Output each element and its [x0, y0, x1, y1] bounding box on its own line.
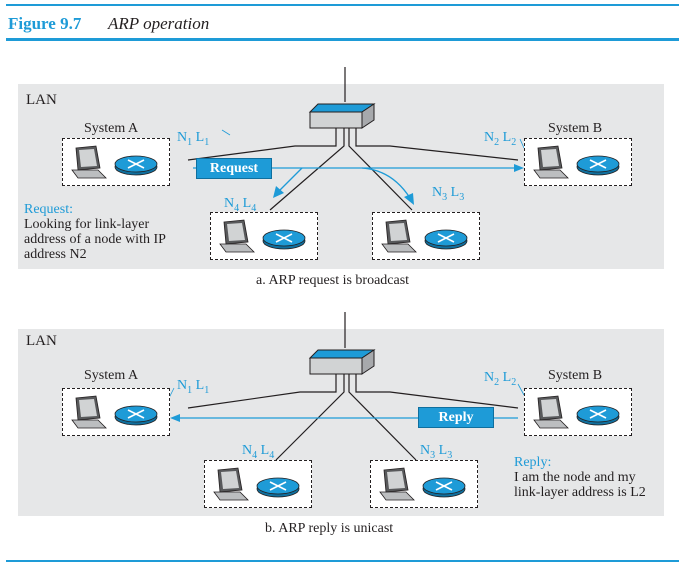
- laptop-icon: [381, 219, 417, 253]
- laptop-icon: [533, 395, 569, 429]
- request-packet-label: Request: [196, 158, 272, 179]
- router-icon: [424, 229, 468, 250]
- lan-label-b: LAN: [26, 333, 57, 349]
- laptop-icon: [379, 467, 415, 501]
- laptop-icon: [71, 395, 107, 429]
- reply-note-heading: Reply:: [514, 455, 552, 470]
- router-icon: [256, 477, 300, 498]
- system-b-label-a: System B: [548, 121, 603, 136]
- reply-note-body: I am the node and my link-layer address …: [514, 470, 646, 500]
- address-label-n1l1-a: N1 L1: [177, 130, 210, 148]
- router-icon: [576, 155, 620, 176]
- figure-title: ARP operation: [108, 14, 210, 33]
- address-label-n2l2-b: N2 L2: [484, 370, 517, 388]
- laptop-icon: [533, 145, 569, 179]
- router-icon: [262, 229, 306, 250]
- system-b-label-b: System B: [548, 368, 603, 383]
- request-note-body: Looking for link-layer address of a node…: [24, 217, 166, 262]
- figure-number: Figure 9.7: [8, 14, 82, 33]
- address-label-n3l3-b: N3 L3: [420, 443, 453, 461]
- reply-note: Reply: I am the node and my link-layer a…: [514, 455, 664, 500]
- request-note: Request: Looking for link-layer address …: [24, 202, 184, 262]
- lan-label-a: LAN: [26, 92, 57, 108]
- address-label-n1l1-b: N1 L1: [177, 378, 210, 396]
- router-icon: [422, 477, 466, 498]
- reply-packet-label: Reply: [418, 407, 494, 428]
- address-label-n3l3-a: N3 L3: [432, 185, 465, 203]
- caption-b: b. ARP reply is unicast: [265, 521, 394, 536]
- figure-header: Figure 9.7 ARP operation: [6, 8, 679, 38]
- address-label-n2l2-a: N2 L2: [484, 130, 517, 148]
- caption-a: a. ARP request is broadcast: [256, 273, 410, 288]
- header-rule: [6, 38, 679, 41]
- router-icon: [576, 405, 620, 426]
- laptop-icon: [213, 467, 249, 501]
- address-label-n4l4-a: N4 L4: [224, 196, 257, 214]
- request-note-heading: Request:: [24, 202, 73, 217]
- bottom-rule: [6, 560, 679, 562]
- router-icon: [114, 405, 158, 426]
- system-a-label-a: System A: [84, 121, 139, 136]
- laptop-icon: [71, 145, 107, 179]
- top-rule: [6, 4, 679, 6]
- router-icon: [114, 155, 158, 176]
- system-a-label-b: System A: [84, 368, 139, 383]
- address-label-n4l4-b: N4 L4: [242, 443, 275, 461]
- laptop-icon: [219, 219, 255, 253]
